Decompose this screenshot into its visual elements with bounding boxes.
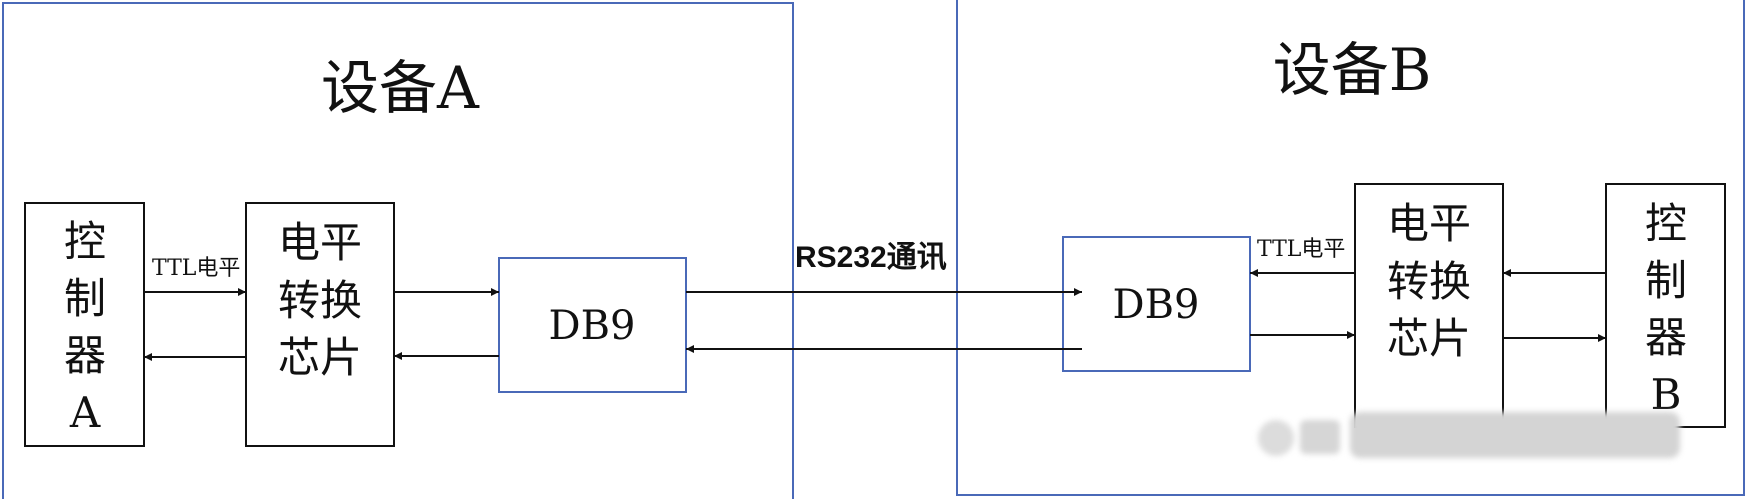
controller-b-label-2: 制 <box>1645 256 1687 305</box>
device-a-title: 设备A <box>321 54 480 122</box>
ttl-level-label-b: TTL电平 <box>1257 237 1345 262</box>
db9-b-block: DB9 <box>1062 236 1251 372</box>
ttl-level-label-a: TTL电平 <box>152 256 240 281</box>
controller-a-block: 控 制 器 A <box>24 202 145 447</box>
controller-b-label-4: B <box>1651 370 1682 419</box>
device-b-frame <box>956 0 1745 496</box>
controller-a-label-1: 控 <box>64 217 106 266</box>
watermark <box>1258 412 1680 458</box>
controller-a-label-3: 器 <box>64 331 106 380</box>
level-converter-b-block: 电平 转换 芯片 <box>1354 183 1504 428</box>
level-converter-a-label-1: 电平 <box>278 218 362 267</box>
controller-a-label-4: A <box>69 388 101 437</box>
controller-b-label-1: 控 <box>1645 199 1687 248</box>
level-converter-b-label-2: 转换 <box>1387 257 1471 306</box>
db9-a-label: DB9 <box>549 303 636 349</box>
db9-b-label: DB9 <box>1113 282 1200 328</box>
device-b-title: 设备B <box>1273 36 1432 104</box>
controller-a-label-2: 制 <box>64 274 106 323</box>
db9-a-block: DB9 <box>498 257 687 393</box>
controller-b-block: 控 制 器 B <box>1605 183 1726 428</box>
device-a-frame <box>2 2 794 499</box>
level-converter-b-label-1: 电平 <box>1387 199 1471 248</box>
rs232-comm-label: RS232通讯 <box>795 241 947 274</box>
level-converter-a-label-2: 转换 <box>278 276 362 325</box>
level-converter-a-block: 电平 转换 芯片 <box>245 202 395 447</box>
level-converter-a-label-3: 芯片 <box>278 333 362 382</box>
level-converter-b-label-3: 芯片 <box>1387 314 1471 363</box>
controller-b-label-3: 器 <box>1645 313 1687 362</box>
